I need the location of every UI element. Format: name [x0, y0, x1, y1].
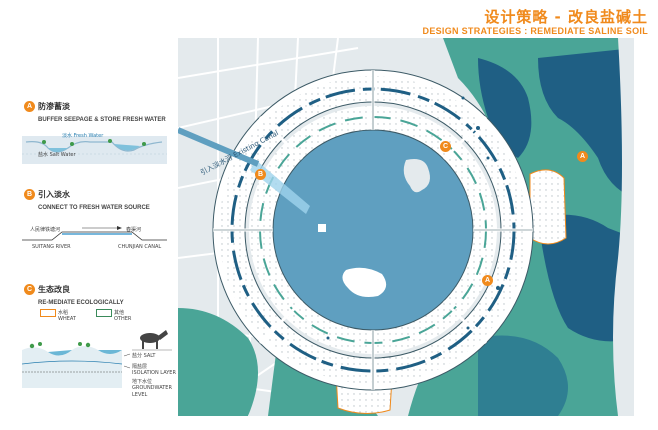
animal-icon	[140, 330, 168, 349]
label-salt: 盐分 SALT	[132, 353, 156, 359]
label-wheat-en: WHEAT	[58, 316, 76, 322]
legend-badge-c: C	[24, 284, 35, 296]
legend-badge-a: A	[24, 101, 35, 113]
label-chunjian-cn: 春渠河	[126, 227, 142, 233]
page-title-en: DESIGN STRATEGIES : REMEDIATE SALINE SOI…	[422, 26, 648, 36]
legend-badge-b: B	[24, 189, 35, 201]
label-suitang-en: SUITANG RIVER	[32, 244, 71, 250]
legend-b-en: CONNECT TO FRESH WATER SOURCE	[38, 205, 150, 211]
wheat-swatch	[40, 309, 56, 317]
legend-c-en: RE-MEDIATE ECOLOGICALLY	[38, 300, 124, 306]
map-badge-b: B	[255, 169, 266, 180]
diagram-seepage	[22, 136, 167, 164]
map-badge-a-east: A	[577, 151, 588, 162]
site-plan-map	[178, 38, 634, 416]
map-badge-a-south: A	[482, 275, 493, 286]
diagram-ecological	[22, 330, 172, 388]
legend-b-cn: 引入淡水	[38, 190, 70, 200]
label-chunjian-en: CHUNJIAN CANAL	[118, 244, 162, 250]
legend-a-en: BUFFER SEEPAGE & STORE FRESH WATER	[38, 117, 166, 123]
label-other-en: OTHER	[114, 316, 132, 322]
legend-c-cn: 生态改良	[38, 285, 70, 295]
label-wheat-cn: 水稻	[58, 310, 69, 316]
label-other-cn: 其他	[114, 310, 125, 316]
label-ground-en1: GROUNDWATER	[132, 385, 172, 391]
diagram-fresh-source	[22, 226, 167, 241]
page-title-cn: 设计策略 - 改良盐碱土	[484, 8, 648, 26]
map-badge-c: C	[440, 141, 451, 152]
label-ground-cn: 地下水位	[132, 379, 153, 385]
label-isolation-en: ISOLATION LAYER	[132, 370, 176, 376]
label-ground-en2: LEVEL	[132, 392, 148, 398]
label-fresh-water: 淡水 Fresh Water	[62, 133, 104, 139]
label-isolation-cn: 隔盐层	[132, 364, 148, 370]
legend-a-cn: 防渗蓄淡	[38, 102, 70, 112]
label-suitang-cn: 人民律铁塘河	[30, 227, 61, 233]
label-salt-water: 盐水 Salt Water	[38, 152, 76, 158]
other-swatch	[96, 309, 112, 317]
